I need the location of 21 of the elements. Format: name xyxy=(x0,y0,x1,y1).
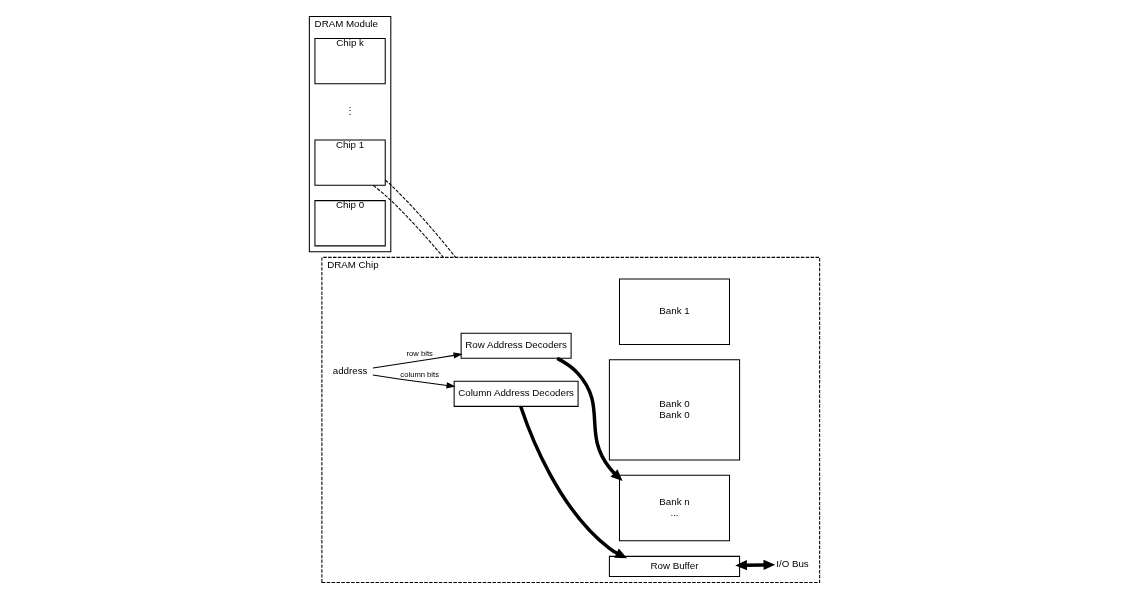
node-box: Chip k xyxy=(314,37,386,85)
node-box: Bank 0 Bank 0 xyxy=(608,359,741,461)
node-text: address xyxy=(332,365,368,377)
arrow xyxy=(735,559,776,571)
edge-label: column bits xyxy=(400,369,440,379)
arrow xyxy=(556,356,623,482)
node-box: Row Buffer xyxy=(608,555,741,578)
node-box: Chip 1 xyxy=(314,139,386,186)
node-text: I/O Bus xyxy=(776,557,809,569)
node-box: Bank n ... xyxy=(619,474,730,542)
arrow xyxy=(519,405,628,559)
node-box: Column Address Decoders xyxy=(453,380,579,407)
node-box: Chip 0 xyxy=(314,200,386,247)
node-box: Bank 1 xyxy=(619,278,730,345)
arrow xyxy=(372,352,463,369)
node-box: Row Address Decoders xyxy=(460,332,572,359)
connector xyxy=(384,179,457,258)
connector xyxy=(372,184,444,258)
label: ⋮ xyxy=(345,105,356,117)
edge-label: row bits xyxy=(406,349,433,359)
arrow xyxy=(372,374,456,389)
